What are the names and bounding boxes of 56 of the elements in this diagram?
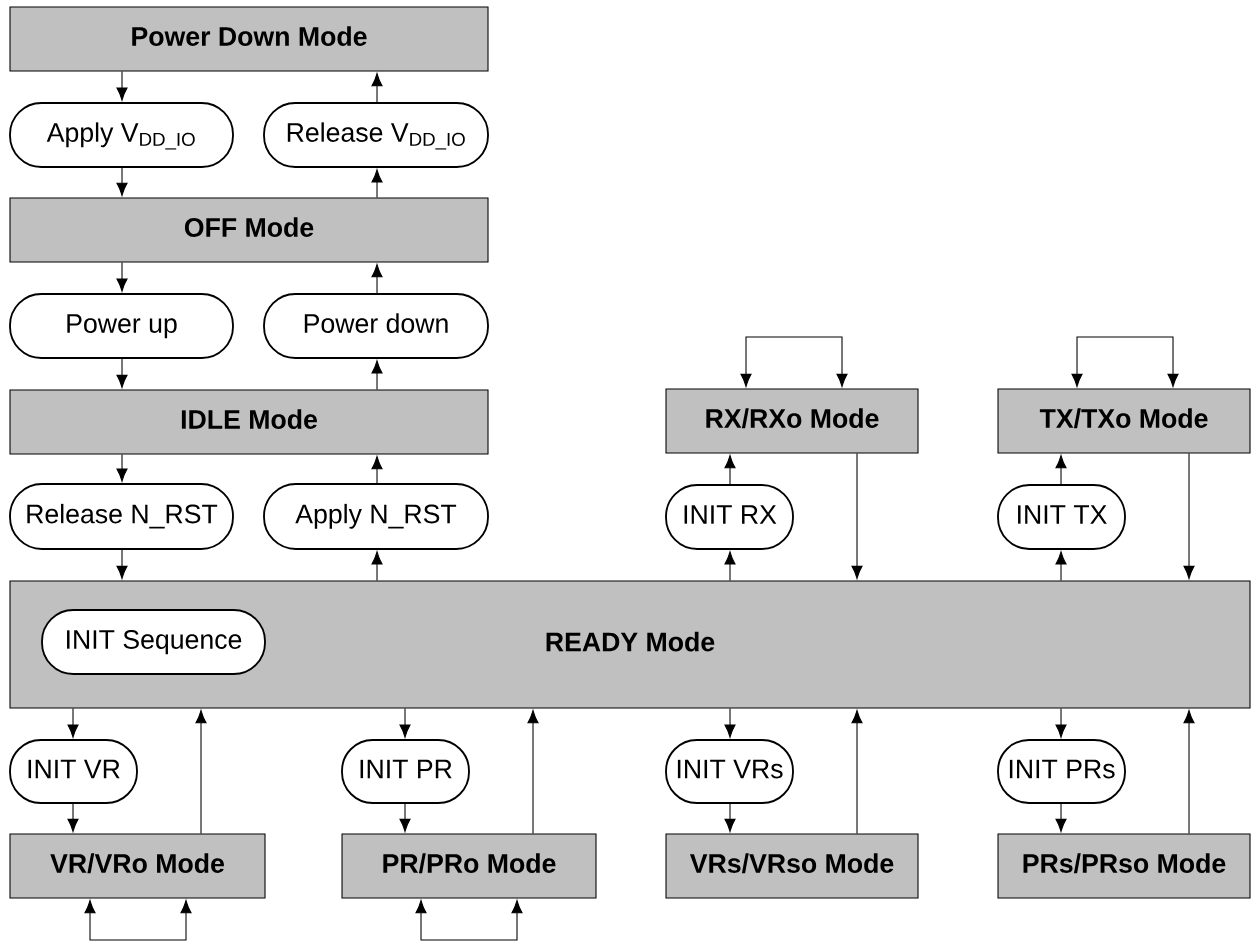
loop-arrow	[84, 900, 192, 941]
arrow	[67, 803, 79, 832]
action-terminal: INIT VR	[9, 739, 138, 804]
loop-arrow	[1071, 336, 1179, 387]
arrow	[724, 708, 736, 738]
action-terminal: INIT PRs	[997, 739, 1126, 804]
loop-arrow	[740, 336, 848, 387]
action-terminal: Power up	[9, 293, 234, 359]
arrow	[1055, 551, 1067, 581]
arrow	[724, 455, 736, 485]
mode-box: Power Down Mode	[9, 6, 489, 72]
mode-box: PRs/PRso Mode	[997, 833, 1251, 899]
action-terminal: Release V$_{DD_IO}$	[263, 102, 489, 168]
arrow	[527, 710, 539, 834]
arrow	[116, 549, 128, 579]
arrow	[1055, 803, 1067, 832]
arrow	[399, 708, 411, 738]
arrow	[371, 169, 383, 198]
mode-box: IDLE Mode	[9, 389, 489, 455]
arrow	[724, 551, 736, 581]
arrow	[116, 167, 128, 196]
arrow	[116, 262, 128, 292]
action-terminal: Power down	[263, 293, 489, 359]
arrow	[371, 551, 383, 581]
action-terminal: INIT TX	[997, 484, 1126, 550]
mode-box: VR/VRo Mode	[9, 833, 266, 899]
action-terminal: INIT PR	[341, 739, 470, 804]
mode-box: TX/TXo Mode	[997, 388, 1251, 454]
arrow	[371, 456, 383, 484]
action-terminal: INIT RX	[665, 484, 794, 550]
action-terminal: Release N_RST	[9, 483, 234, 550]
arrow	[1055, 455, 1067, 485]
mode-box: PR/PRo Mode	[341, 833, 597, 899]
action-terminal: INIT VRs	[665, 739, 794, 804]
arrow	[116, 454, 128, 482]
arrow	[1183, 453, 1195, 579]
arrow	[67, 708, 79, 738]
action-terminal: INIT Sequence	[41, 609, 266, 675]
arrow	[724, 803, 736, 832]
arrow	[371, 73, 383, 103]
arrow	[1055, 708, 1067, 738]
arrow	[851, 710, 863, 834]
mode-box: OFF Mode	[9, 197, 489, 263]
action-terminal: Apply V$_{DD_IO}$	[9, 102, 234, 168]
arrow	[371, 360, 383, 390]
mode-box: VRs/VRso Mode	[665, 833, 919, 899]
loop-arrow	[415, 900, 523, 941]
arrow	[371, 264, 383, 294]
action-terminal: Apply N_RST	[263, 483, 489, 550]
arrow	[195, 710, 207, 834]
arrow	[1183, 710, 1195, 834]
mode-box: RX/RXo Mode	[665, 388, 919, 454]
arrow	[851, 453, 863, 579]
arrow	[399, 803, 411, 832]
arrow	[116, 71, 128, 101]
arrow	[116, 358, 128, 388]
